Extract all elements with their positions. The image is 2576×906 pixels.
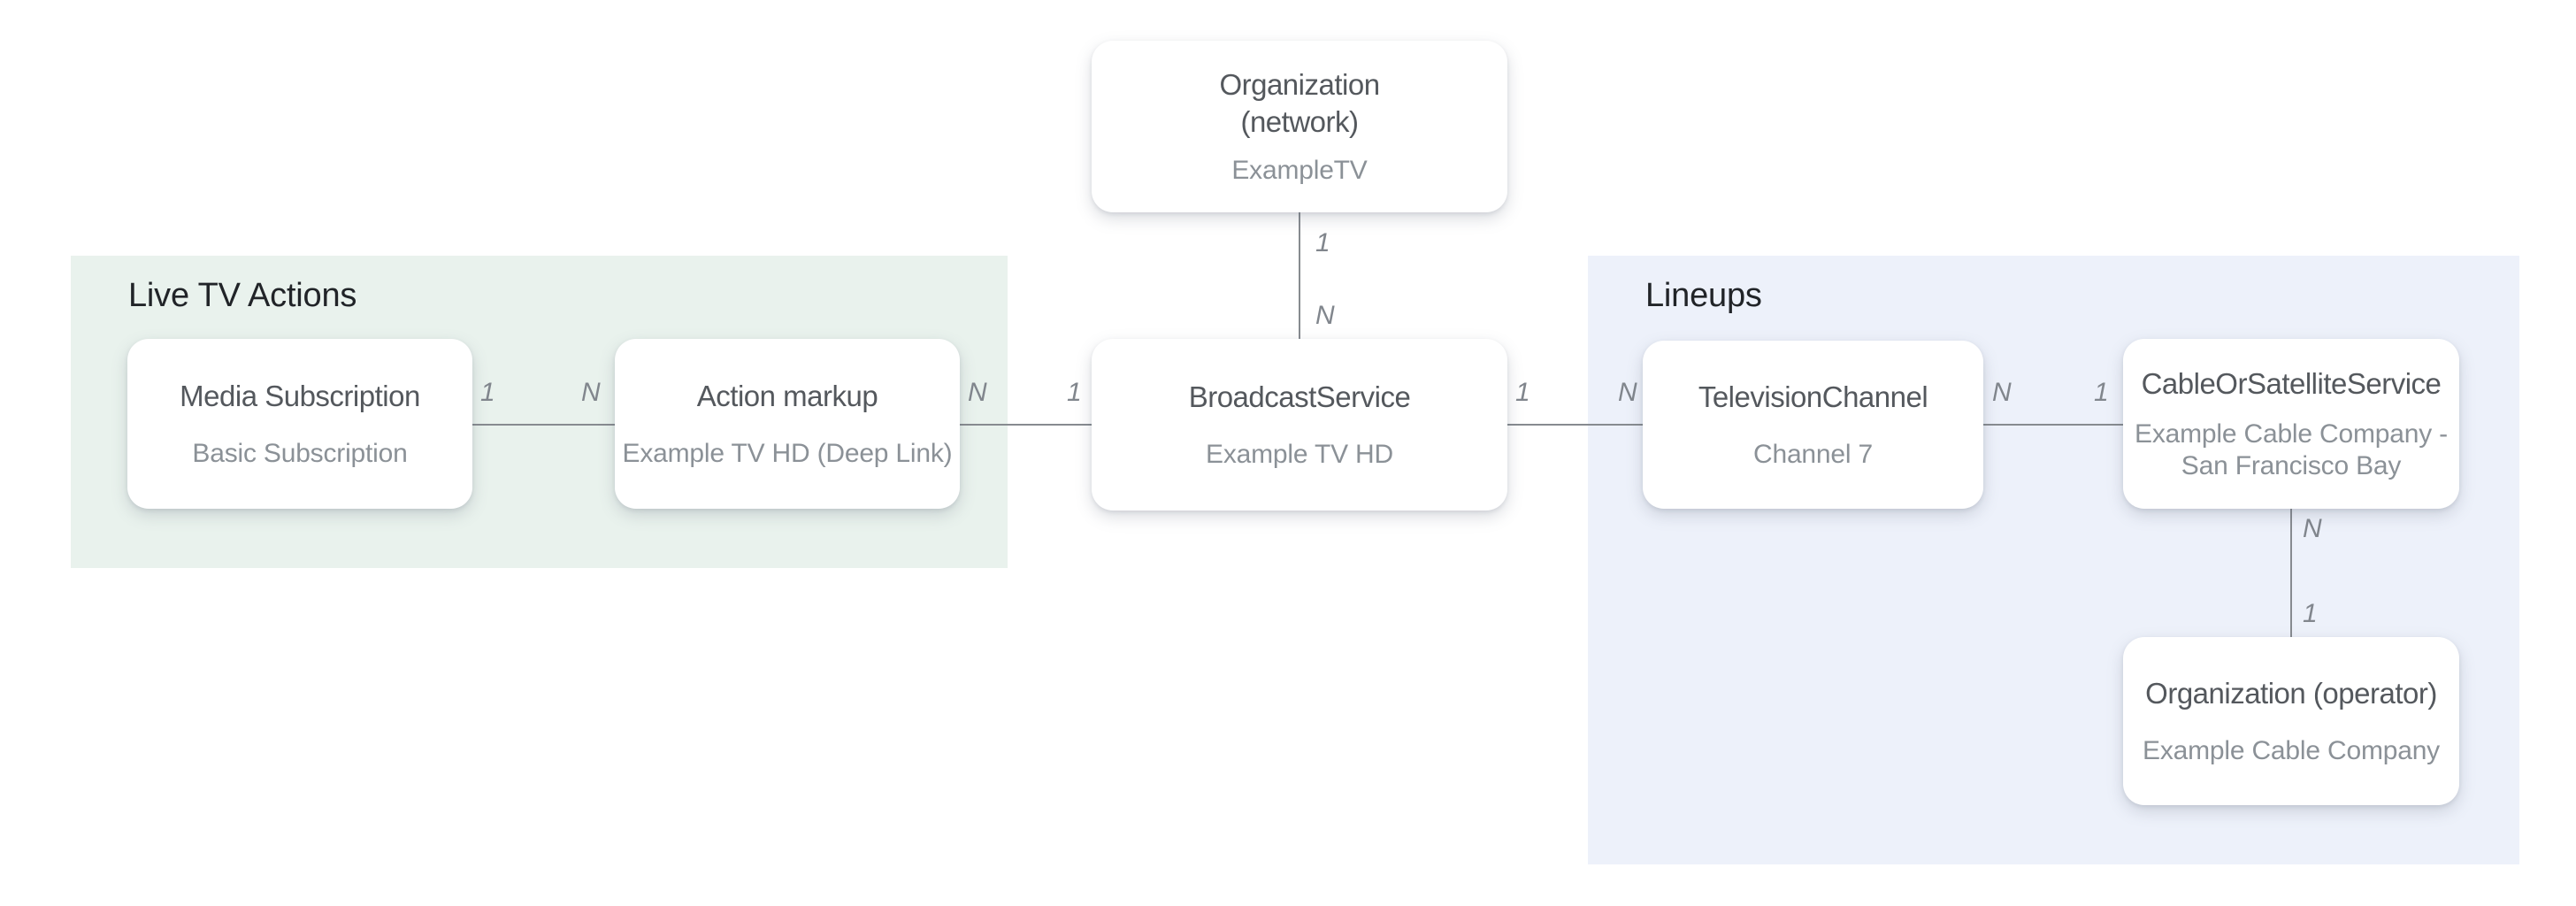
node-title: Organization (operator): [2145, 677, 2437, 710]
node-media-subscription: Media Subscription Basic Subscription: [127, 339, 472, 509]
node-subtitle: Example Cable Company - San Francisco Ba…: [2135, 419, 2448, 480]
edge-television-channel-cable-or-satellite-service: [1983, 424, 2123, 426]
cardinality-label: N: [968, 378, 987, 407]
cardinality-label: 1: [2094, 378, 2109, 407]
node-subtitle: Example TV HD: [1206, 440, 1393, 469]
node-title: Organization (network): [1219, 66, 1380, 141]
cardinality-label: N: [2303, 514, 2322, 543]
cardinality-label: N: [1992, 378, 2012, 407]
node-broadcast-service: BroadcastService Example TV HD: [1092, 339, 1507, 511]
cardinality-label: 1: [1315, 228, 1330, 257]
node-title-line: (network): [1240, 105, 1359, 138]
region-label-live-tv-actions: Live TV Actions: [128, 277, 357, 314]
node-title-line: Organization: [1219, 68, 1380, 101]
edge-media-subscription-action-markup: [472, 424, 615, 426]
node-subtitle: Example Cable Company: [2143, 736, 2440, 765]
cardinality-label: N: [1315, 301, 1335, 330]
node-title: TelevisionChannel: [1698, 380, 1928, 413]
cardinality-label: 1: [480, 378, 495, 407]
node-title: BroadcastService: [1188, 380, 1411, 413]
cardinality-label: N: [581, 378, 601, 407]
node-organization-operator: Organization (operator) Example Cable Co…: [2123, 637, 2459, 805]
cardinality-label: 1: [2303, 599, 2318, 628]
edge-cable-or-satellite-service-organization-operator: [2290, 509, 2292, 637]
node-organization-network: Organization (network) ExampleTV: [1092, 41, 1507, 212]
cardinality-label: 1: [1067, 378, 1082, 407]
edge-organization-network-broadcast-service: [1299, 212, 1300, 339]
node-subtitle: ExampleTV: [1231, 156, 1368, 185]
region-label-lineups: Lineups: [1645, 277, 1762, 314]
edge-broadcast-service-television-channel: [1507, 424, 1643, 426]
node-television-channel: TelevisionChannel Channel 7: [1643, 341, 1983, 509]
node-subtitle: Channel 7: [1753, 440, 1873, 469]
node-subtitle: Example TV HD (Deep Link): [622, 439, 953, 468]
node-title: Media Subscription: [180, 380, 420, 412]
node-subtitle: Basic Subscription: [192, 439, 408, 468]
node-title: CableOrSatelliteService: [2141, 367, 2442, 400]
node-action-markup: Action markup Example TV HD (Deep Link): [615, 339, 960, 509]
node-title: Action markup: [696, 380, 878, 412]
node-cable-or-satellite-service: CableOrSatelliteService Example Cable Co…: [2123, 339, 2459, 509]
cardinality-label: N: [1618, 378, 1637, 407]
cardinality-label: 1: [1515, 378, 1530, 407]
edge-action-markup-broadcast-service: [960, 424, 1092, 426]
